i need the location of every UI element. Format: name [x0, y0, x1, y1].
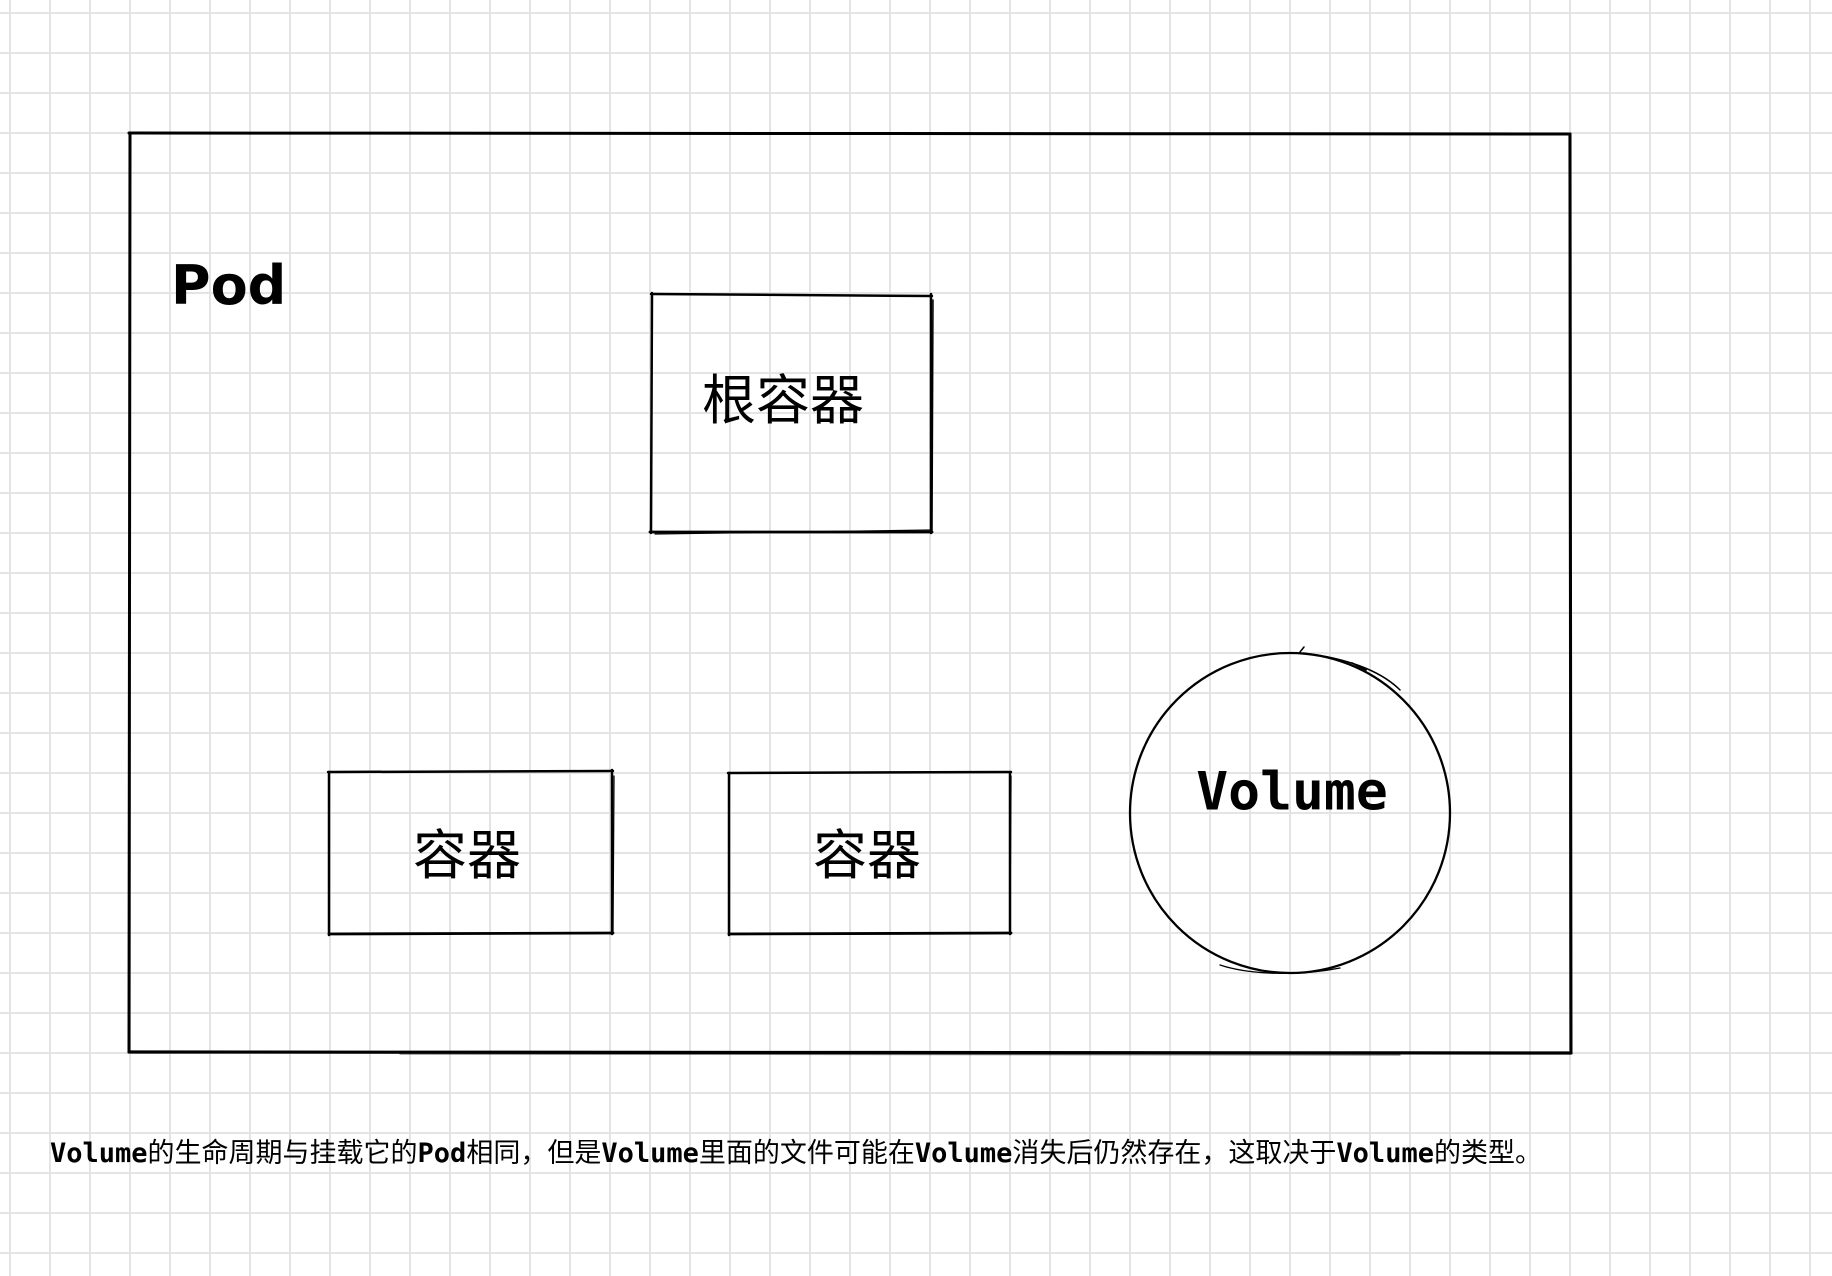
- root-container-label: 根容器: [702, 369, 864, 432]
- caption-segment: Pod: [417, 1138, 467, 1169]
- caption-segment: 相同，但是: [466, 1138, 602, 1169]
- caption-segment: 里面的文件可能在: [698, 1138, 915, 1169]
- caption: Volume的生命周期与挂载它的Pod相同，但是Volume里面的文件可能在Vo…: [50, 1140, 1542, 1167]
- caption-segment: Volume: [601, 1138, 699, 1169]
- caption-segment: Volume: [914, 1138, 1013, 1169]
- container-2-label: 容器: [813, 824, 921, 887]
- pod-label: Pod: [171, 254, 287, 317]
- container-2-box: [726, 770, 1013, 937]
- container-1-box: [326, 768, 615, 937]
- root-container-box: [648, 291, 934, 535]
- caption-segment: Volume: [1336, 1138, 1434, 1169]
- container-1-label: 容器: [413, 824, 521, 887]
- caption-segment: 的生命周期与挂载它的: [147, 1138, 418, 1169]
- caption-segment: 消失后仍然存在，这取决于: [1012, 1138, 1337, 1169]
- caption-segment: Volume: [50, 1138, 148, 1169]
- pod-box: [127, 131, 1573, 1056]
- volume-circle: [1128, 646, 1452, 975]
- caption-segment: 的类型。: [1433, 1138, 1542, 1169]
- volume-label: Volume: [1196, 761, 1388, 823]
